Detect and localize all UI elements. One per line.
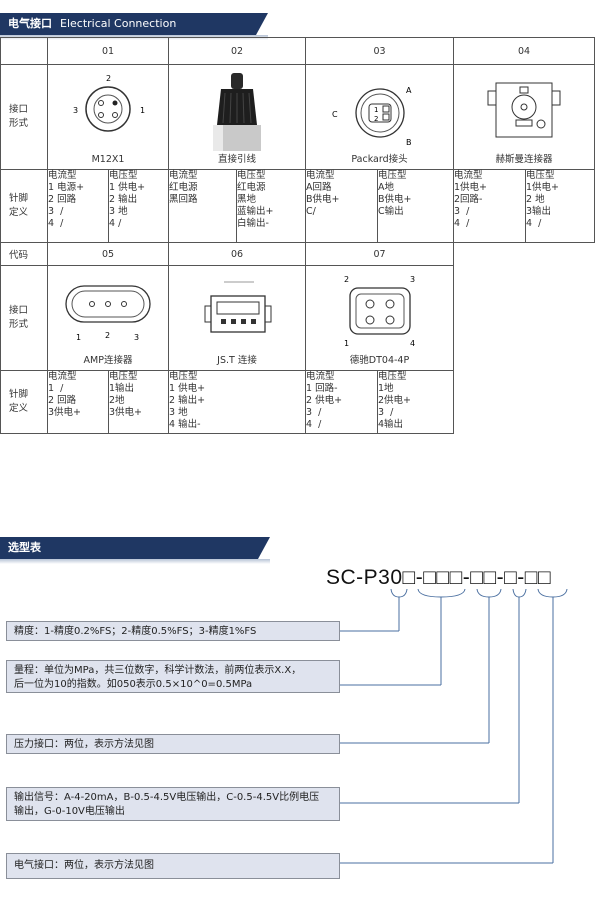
packard-label-a: A bbox=[406, 86, 412, 95]
row-label-pins-top: 针脚 定义 bbox=[0, 169, 48, 243]
caption-amp: AMP连接器 bbox=[83, 355, 133, 366]
cable-connector-cell: 直接引线 bbox=[168, 64, 306, 170]
header-07: 07 bbox=[305, 242, 454, 266]
pins-04-voltage: 电压型 1供电+ 2 地 3输出 4 / bbox=[525, 169, 595, 243]
dt-pin-1: 1 bbox=[344, 339, 349, 348]
caption-hirschmann: 赫斯曼连接器 bbox=[495, 154, 553, 165]
row-label-interface-bottom: 接口 形式 bbox=[0, 265, 48, 371]
option-accuracy: 精度：1-精度0.2%FS；2-精度0.5%FS；3-精度1%FS bbox=[6, 621, 340, 641]
caption-packard: Packard接头 bbox=[351, 154, 408, 165]
row-label-code: 代码 bbox=[0, 242, 48, 266]
amp-pin-2: 2 bbox=[105, 331, 110, 340]
hirschmann-connector-icon bbox=[487, 82, 561, 138]
header-01: 01 bbox=[47, 37, 169, 65]
cable-lead-icon bbox=[213, 73, 261, 151]
packard-connector-icon: A B C 1 2 bbox=[332, 86, 412, 147]
pins-03-voltage: 电压型 A地 B供电+ C输出 bbox=[377, 169, 454, 243]
jst-connector-cell: JS.T 连接 bbox=[168, 265, 306, 371]
hirschmann-connector-cell: 赫斯曼连接器 bbox=[453, 64, 595, 170]
amp-connector-icon: 1 2 3 bbox=[65, 285, 151, 342]
amp-pin-3: 3 bbox=[134, 333, 139, 342]
header-06: 06 bbox=[168, 242, 306, 266]
amp-connector-cell: 1 2 3 AMP连接器 bbox=[47, 265, 169, 371]
pins-01-current: 电流型 1 电源+ 2 回路 3 / 4 / bbox=[47, 169, 109, 243]
caption-jst: JS.T 连接 bbox=[217, 355, 257, 366]
m12-pin-2: 2 bbox=[106, 74, 111, 83]
pins-03-current: 电流型 A回路 B供电+ C/ bbox=[305, 169, 378, 243]
pins-04-current: 电流型 1供电+ 2回路- 3 / 4 / bbox=[453, 169, 526, 243]
option-output-signal: 输出信号：A-4-20mA，B-0.5-4.5V电压输出，C-0.5-4.5V比… bbox=[6, 787, 340, 821]
row-label-interface: 接口 形式 bbox=[0, 64, 48, 170]
dt04-connector-icon: 2 3 1 4 bbox=[344, 275, 415, 348]
section-title-en: Electrical Connection bbox=[60, 17, 177, 30]
model-code: SC-P30□-□□□-□□-□-□□ bbox=[326, 566, 552, 589]
header-04: 04 bbox=[453, 37, 595, 65]
pins-01-voltage: 电压型 1 供电+ 2 输出 3 地 4 / bbox=[108, 169, 169, 243]
electrical-connection-table: 01 02 03 04 接口 形式 2 3 1 M12X1 bbox=[0, 37, 595, 434]
m12-connector-cell: 2 3 1 M12X1 bbox=[47, 64, 169, 170]
option-pressure-port: 压力接口：两位，表示方法见图 bbox=[6, 734, 340, 754]
header-02: 02 bbox=[168, 37, 306, 65]
m12-connector-icon: 2 3 1 bbox=[73, 74, 145, 132]
pins-07-voltage: 电压型 1地 2供电+ 3 / 4输出 bbox=[377, 370, 454, 434]
section-header-electrical: 电气接口 Electrical Connection bbox=[0, 13, 268, 40]
section-title-selection: 选型表 bbox=[8, 541, 41, 554]
caption-m12: M12X1 bbox=[91, 154, 125, 165]
pins-05-current: 电流型 1 / 2 回路 3供电+ bbox=[47, 370, 109, 434]
section-title-cn: 电气接口 bbox=[8, 17, 52, 30]
caption-direct-lead: 直接引线 bbox=[217, 154, 256, 165]
dt-pin-2: 2 bbox=[344, 275, 349, 284]
amp-pin-1: 1 bbox=[76, 333, 81, 342]
packard-connector-cell: A B C 1 2 Packard接头 bbox=[305, 64, 454, 170]
jst-connector-icon bbox=[204, 281, 272, 333]
pins-05-voltage: 电压型 1输出 2地 3供电+ bbox=[108, 370, 169, 434]
pins-02-current: 电流型 红电源 黑回路 bbox=[168, 169, 237, 243]
selection-connector-lines bbox=[340, 588, 568, 864]
packard-label-c: C bbox=[332, 110, 338, 119]
dt-pin-4: 4 bbox=[410, 339, 415, 348]
pins-06-voltage: 电压型 1 供电+ 2 输出+ 3 地 4 输出- bbox=[168, 370, 306, 434]
option-range: 量程：单位为MPa，共三位数字，科学计数法，前两位表示X.X， 后一位为10的指… bbox=[6, 660, 340, 693]
pins-07-current: 电流型 1 回路- 2 供电+ 3 / 4 / bbox=[305, 370, 378, 434]
header-05: 05 bbox=[47, 242, 169, 266]
packard-label-1: 1 bbox=[374, 106, 378, 114]
dt04-connector-cell: 2 3 1 4 德驰DT04-4P bbox=[305, 265, 454, 371]
pins-02-voltage: 电压型 红电源 黑地 蓝输出+ 白输出- bbox=[236, 169, 306, 243]
row-label-pins-bottom: 针脚 定义 bbox=[0, 370, 48, 434]
packard-label-2: 2 bbox=[374, 115, 378, 123]
section-header-selection: 选型表 bbox=[0, 537, 270, 564]
m12-pin-1: 1 bbox=[140, 106, 145, 115]
option-electrical-interface: 电气接口：两位，表示方法见图 bbox=[6, 853, 340, 879]
caption-dt04: 德驰DT04-4P bbox=[349, 355, 410, 366]
m12-pin-3: 3 bbox=[73, 106, 78, 115]
header-03: 03 bbox=[305, 37, 454, 65]
dt-pin-3: 3 bbox=[410, 275, 415, 284]
packard-label-b: B bbox=[406, 138, 412, 147]
